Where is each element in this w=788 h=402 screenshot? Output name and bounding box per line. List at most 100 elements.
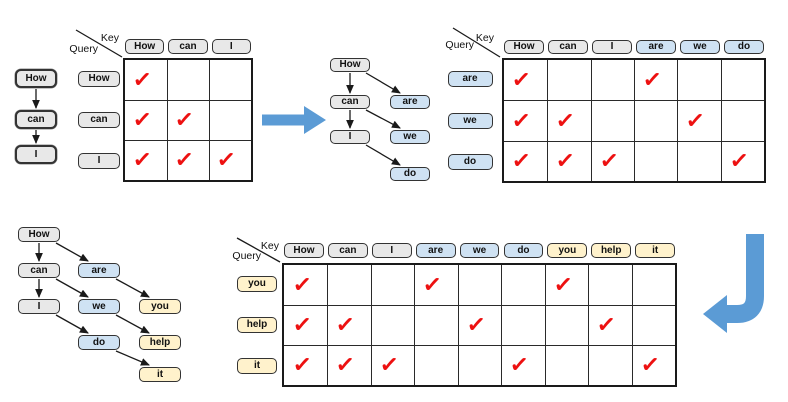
- check-icon: ✓: [465, 311, 487, 339]
- attention-cell: [370, 304, 415, 345]
- query-token-pill: are: [447, 70, 493, 87]
- check-icon: ✓: [511, 107, 533, 134]
- key-token-pill: are: [415, 243, 456, 258]
- attention-cell: ✓: [208, 139, 251, 180]
- check-icon: ✓: [684, 107, 707, 134]
- tree-attention-matrix-step-2: ✓✓✓✓✓✓✓✓✓✓✓✓: [282, 263, 678, 387]
- key-token-pill: we: [680, 40, 720, 54]
- flow-arrow-down-left-icon: [703, 234, 764, 333]
- attention-cell: [633, 100, 678, 141]
- tree-edge-arrow: [365, 72, 401, 94]
- attention-cell: [457, 265, 501, 305]
- token-we: we: [390, 130, 430, 144]
- check-icon: ✓: [335, 351, 357, 379]
- token-i: I: [15, 145, 57, 164]
- attention-cell: [208, 60, 251, 100]
- check-icon: ✓: [131, 106, 153, 134]
- check-icon: ✓: [291, 271, 313, 298]
- attention-cell: ✓: [284, 344, 328, 385]
- query-token-pill: do: [447, 154, 493, 171]
- attention-cell: ✓: [501, 344, 545, 385]
- token-can: can: [18, 263, 60, 278]
- attention-cell: ✓: [125, 139, 167, 180]
- attention-cell: ✓: [284, 304, 328, 345]
- key-token-pill: are: [636, 40, 676, 54]
- query-token-pill: we: [447, 112, 493, 129]
- attention-cell: ✓: [125, 99, 167, 140]
- tree-attention-matrix-step-1: ✓✓✓✓✓✓✓✓✓: [502, 58, 766, 184]
- attention-cell: ✓: [547, 140, 591, 182]
- attention-cell: ✓: [590, 140, 634, 182]
- attention-cell: ✓: [504, 60, 547, 100]
- attention-cell: ✓: [414, 265, 457, 305]
- attention-cell: [588, 265, 631, 305]
- attention-cell: [588, 344, 632, 385]
- query-token-pill: I: [78, 153, 120, 170]
- attention-cell: ✓: [631, 344, 676, 385]
- check-icon: ✓: [639, 351, 661, 379]
- attention-cell: [677, 140, 721, 182]
- check-icon: ✓: [598, 147, 620, 175]
- attention-cell: ✓: [720, 140, 764, 182]
- tree-edge-arrow: [55, 314, 89, 334]
- attention-cell: [544, 344, 589, 385]
- attention-cell: ✓: [544, 265, 588, 305]
- check-icon: ✓: [728, 147, 750, 175]
- attention-cell: ✓: [327, 344, 371, 385]
- attention-cell: ✓: [633, 60, 677, 101]
- query-axis-label: Query: [69, 43, 98, 55]
- attention-cell: ✓: [588, 304, 632, 345]
- token-you: you: [139, 299, 181, 314]
- check-icon: ✓: [131, 66, 153, 93]
- token-how: How: [330, 58, 370, 72]
- flow-arrow-down-left-head: [703, 295, 727, 333]
- key-token-pill: can: [327, 243, 368, 258]
- attention-cell: ✓: [677, 100, 721, 141]
- flow-arrow-right-icon: [262, 106, 326, 134]
- attention-cell: ✓: [125, 60, 167, 100]
- tree-edge-arrow: [115, 278, 150, 298]
- attention-cell: [633, 140, 678, 182]
- query-axis-label: Query: [232, 250, 261, 262]
- attention-cell: [677, 60, 720, 101]
- attention-cell: [370, 265, 414, 305]
- token-i: I: [18, 299, 60, 314]
- check-icon: ✓: [554, 147, 577, 175]
- check-icon: ✓: [511, 147, 533, 175]
- key-axis-label: Key: [100, 32, 119, 44]
- key-token-pill: How: [284, 243, 324, 258]
- tree-edge-arrow: [365, 109, 401, 129]
- attention-cell: ✓: [327, 304, 371, 345]
- token-can: can: [15, 110, 57, 129]
- key-token-pill: it: [635, 243, 676, 258]
- key-axis-label: Key: [260, 240, 279, 252]
- check-icon: ✓: [511, 66, 533, 93]
- query-token-pill: it: [237, 358, 277, 375]
- attention-cell: [720, 60, 764, 101]
- check-icon: ✓: [173, 146, 196, 174]
- key-token-pill: can: [168, 39, 208, 54]
- query-token-pill: How: [78, 70, 120, 87]
- token-do: do: [390, 167, 430, 181]
- attention-cell: [414, 304, 458, 345]
- check-icon: ✓: [335, 311, 357, 339]
- query-axis-label: Query: [445, 39, 474, 51]
- attention-cell: ✓: [504, 140, 548, 181]
- token-do: do: [78, 335, 120, 350]
- attention-cell: ✓: [166, 139, 209, 180]
- attention-cell: ✓: [457, 304, 502, 345]
- attention-cell: ✓: [504, 100, 548, 140]
- key-token-pill: I: [592, 40, 632, 54]
- tree-edge-arrow: [115, 350, 150, 366]
- key-token-pill: can: [548, 40, 588, 54]
- token-are: are: [78, 263, 120, 278]
- query-token-pill: help: [237, 316, 277, 333]
- attention-cell: [501, 265, 544, 305]
- check-icon: ✓: [508, 351, 531, 379]
- check-icon: ✓: [291, 351, 313, 379]
- attention-cell: [547, 60, 590, 101]
- causal-attention-matrix: ✓✓✓✓✓✓: [123, 58, 253, 182]
- attention-cell: [457, 344, 502, 385]
- token-it: it: [139, 367, 181, 382]
